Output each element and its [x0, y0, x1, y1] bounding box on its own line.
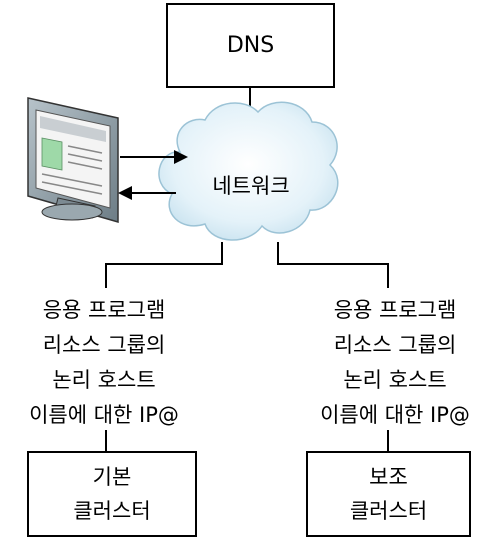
arrow-from-network	[118, 186, 176, 200]
left-description-line: 응용 프로그램	[42, 298, 166, 322]
primary-cluster-box: 기본 클러스터	[27, 451, 197, 537]
secondary-cluster-label: 클러스터	[349, 499, 428, 523]
left-description-line: 논리 호스트	[52, 368, 156, 392]
network-left-connector	[105, 242, 223, 288]
right-description-line: 이름에 대한 IP@	[320, 403, 470, 427]
network-label: 네트워크	[212, 174, 290, 198]
right-description-line: 리소스 그룹의	[333, 333, 457, 357]
right-description-line: 응용 프로그램	[333, 298, 457, 322]
network-right-connector	[277, 242, 389, 288]
left-description-line: 이름에 대한 IP@	[29, 403, 179, 427]
right-description-line: 논리 호스트	[343, 368, 447, 392]
dns-box: DNS	[166, 3, 335, 88]
dns-label: DNS	[226, 33, 275, 58]
left-description: 응용 프로그램 리소스 그룹의 논리 호스트 이름에 대한 IP@	[4, 293, 204, 433]
arrow-to-network	[120, 150, 188, 164]
primary-cluster-label: 기본	[92, 465, 132, 489]
primary-cluster-label: 클러스터	[73, 499, 151, 523]
right-description: 응용 프로그램 리소스 그룹의 논리 호스트 이름에 대한 IP@	[295, 293, 495, 433]
left-description-line: 리소스 그룹의	[42, 333, 166, 357]
network-cloud	[158, 101, 339, 241]
secondary-cluster-label: 보조	[369, 465, 408, 489]
computer-monitor-icon	[27, 97, 119, 223]
secondary-cluster-box: 보조 클러스터	[306, 451, 471, 537]
